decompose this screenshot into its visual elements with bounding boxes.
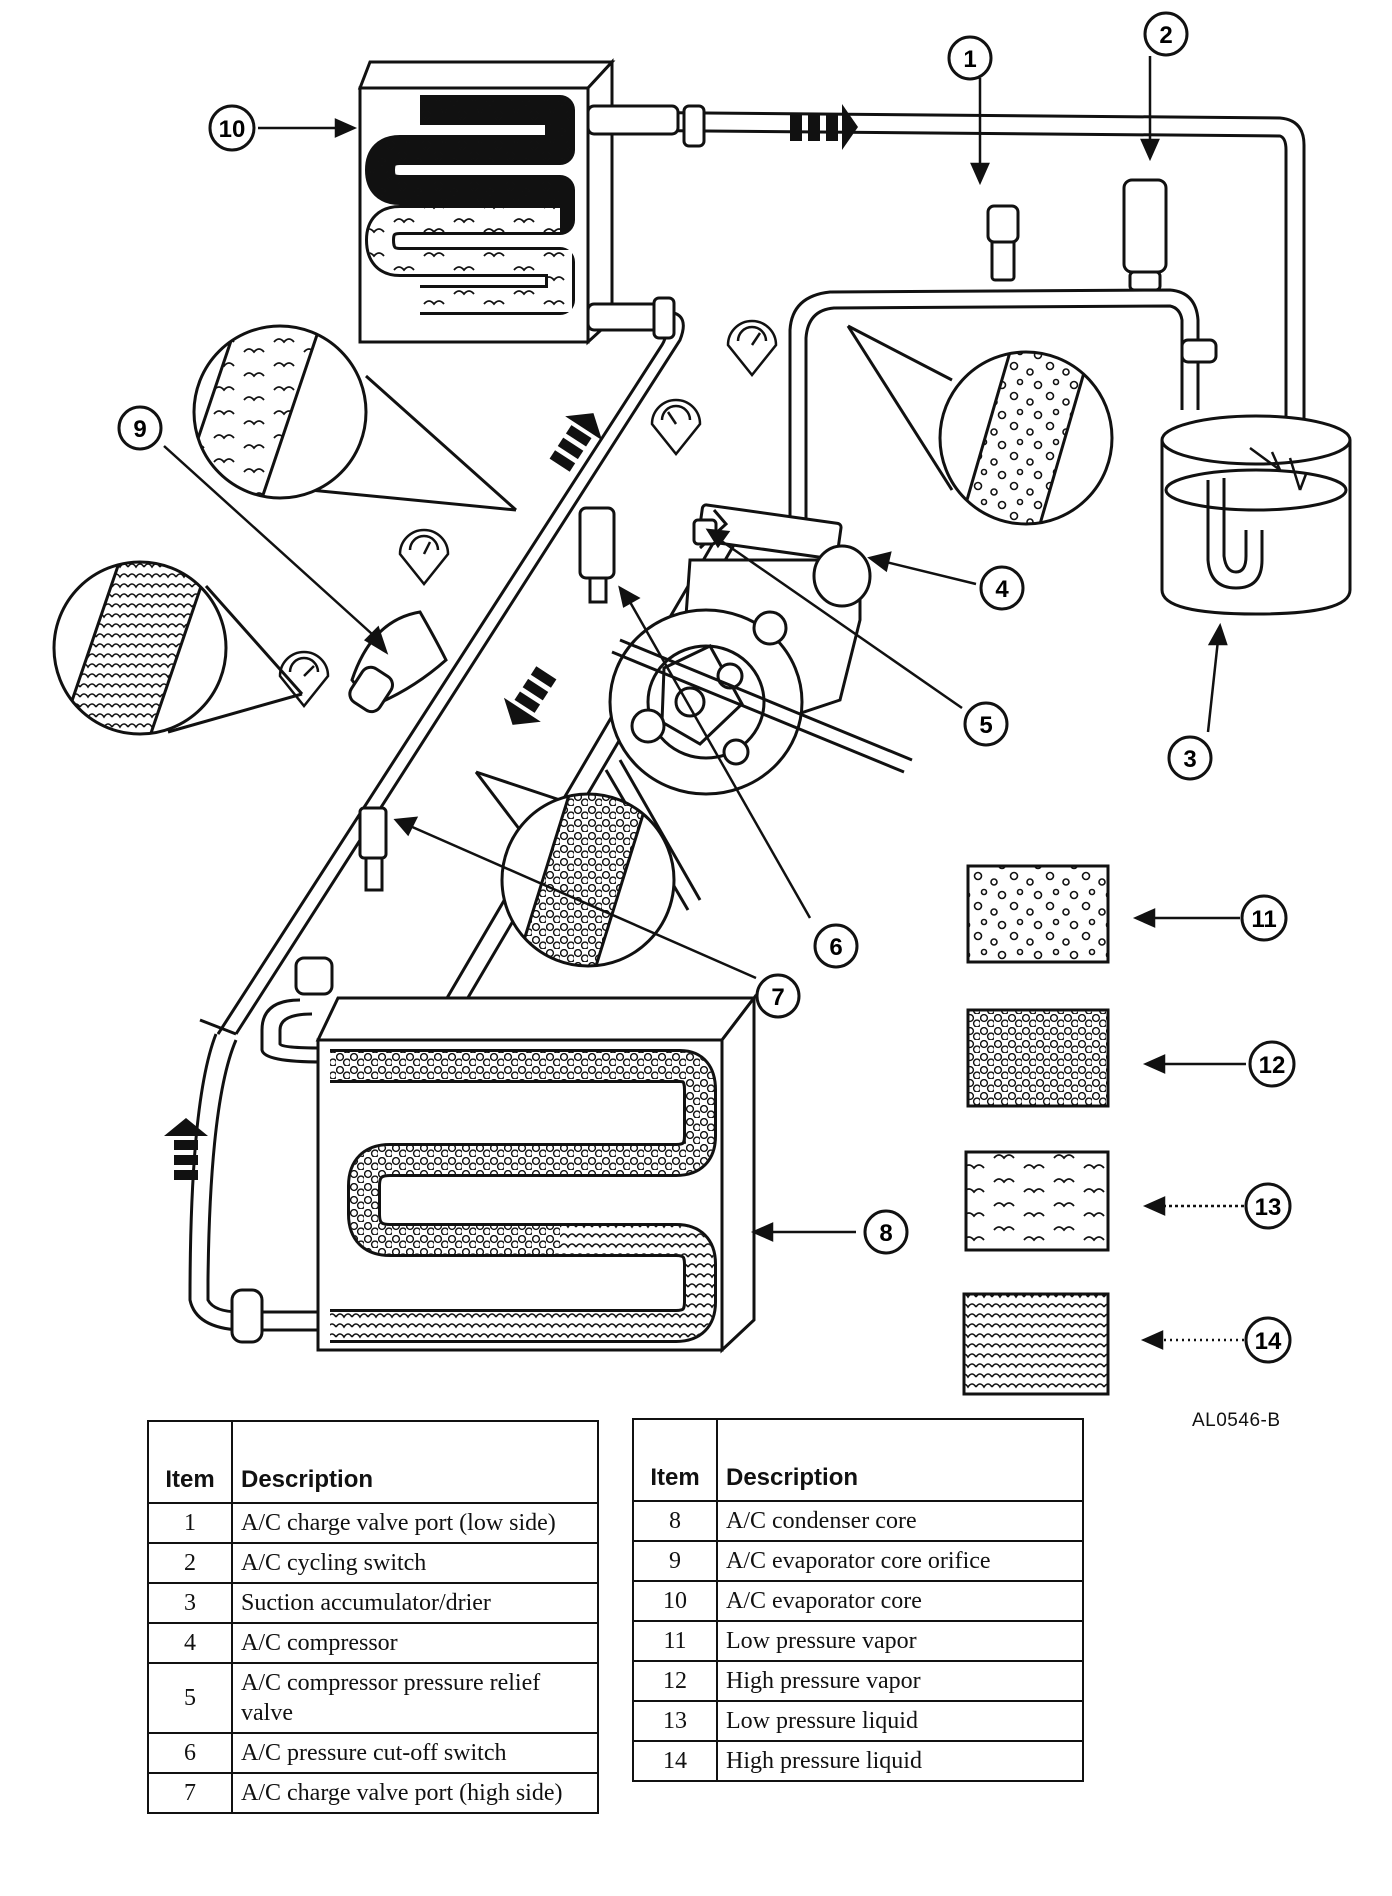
item-number: 12: [632, 1660, 718, 1702]
svg-text:12: 12: [1259, 1052, 1286, 1079]
cycling-switch: [1122, 178, 1168, 292]
callout-6: 6: [813, 923, 859, 969]
pressure-cutoff-switch: [578, 506, 616, 604]
leader-lines: [163, 56, 1246, 1350]
item-number: 10: [632, 1580, 718, 1622]
callout-8: 8: [863, 1209, 909, 1255]
svg-text:11: 11: [1251, 906, 1276, 933]
svg-text:5: 5: [979, 712, 992, 739]
ac-system-diagram: 1 2 3 4 5 6 7 8 9 10 11 12 13 14: [52, 11, 1352, 1396]
condenser-core: [230, 956, 758, 1354]
callout-7: 7: [755, 973, 801, 1019]
charge-valve-high: [358, 806, 388, 892]
svg-text:4: 4: [995, 576, 1009, 603]
callout-3: 3: [1167, 735, 1213, 781]
swatch-high-pressure-liquid: [962, 1292, 1110, 1396]
header-item: Item: [147, 1420, 233, 1504]
item-number: 3: [147, 1582, 233, 1624]
callout-14: 14: [1244, 1316, 1292, 1364]
header-item: Item: [632, 1418, 718, 1502]
item-number: 5: [147, 1662, 233, 1734]
callout-13: 13: [1244, 1182, 1292, 1230]
flow-arrows: [164, 104, 858, 1180]
item-number: 6: [147, 1732, 233, 1774]
svg-text:6: 6: [829, 934, 842, 961]
state-swatches: [962, 864, 1110, 1396]
svg-text:13: 13: [1255, 1194, 1282, 1221]
svg-text:8: 8: [879, 1220, 892, 1247]
header-description: Description: [231, 1420, 599, 1504]
item-number: 8: [632, 1500, 718, 1542]
evaporator-core: [357, 58, 706, 346]
svg-text:2: 2: [1159, 22, 1172, 49]
swatch-high-pressure-vapor: [966, 1008, 1110, 1108]
callout-11: 11: [1240, 894, 1288, 942]
swatch-low-pressure-vapor: [966, 864, 1110, 964]
item-description: A/C condenser core: [716, 1500, 1084, 1542]
svg-text:10: 10: [219, 116, 246, 143]
header-description: Description: [716, 1418, 1084, 1502]
item-number: 2: [147, 1542, 233, 1584]
item-number: 14: [632, 1740, 718, 1782]
item-description: Low pressure liquid: [716, 1700, 1084, 1742]
callout-5: 5: [963, 701, 1009, 747]
legend-header-row: Item Description: [147, 1420, 599, 1504]
svg-text:3: 3: [1183, 746, 1196, 773]
item-description: High pressure vapor: [716, 1660, 1084, 1702]
callout-9: 9: [117, 405, 163, 451]
item-number: 7: [147, 1772, 233, 1814]
item-description: High pressure liquid: [716, 1740, 1084, 1782]
item-description: A/C evaporator core orifice: [716, 1540, 1084, 1582]
svg-text:9: 9: [133, 416, 146, 443]
svg-text:14: 14: [1255, 1328, 1282, 1355]
callout-10: 10: [208, 104, 256, 152]
item-description: A/C charge valve port (high side): [231, 1772, 599, 1814]
evaporator-orifice: [348, 610, 448, 714]
item-description: A/C evaporator core: [716, 1580, 1084, 1622]
gauges: [278, 319, 778, 709]
item-number: 4: [147, 1622, 233, 1664]
legend-header-row: Item Description: [632, 1418, 1084, 1502]
callout-2: 2: [1143, 11, 1189, 57]
callout-1: 1: [947, 35, 993, 81]
item-description: A/C compressor: [231, 1622, 599, 1664]
svg-text:1: 1: [963, 46, 976, 73]
item-description: Low pressure vapor: [716, 1620, 1084, 1662]
magnifier-bubbles: [52, 324, 1114, 968]
callout-4: 4: [979, 565, 1025, 611]
item-number: 9: [632, 1540, 718, 1582]
item-number: 1: [147, 1502, 233, 1544]
charge-valve-low: [986, 204, 1020, 282]
swatch-low-pressure-liquid: [964, 1150, 1110, 1252]
callout-12: 12: [1248, 1040, 1296, 1088]
item-number: 13: [632, 1700, 718, 1742]
item-description: Suction accumulator/drier: [231, 1582, 599, 1624]
item-description: A/C pressure cut-off switch: [231, 1732, 599, 1774]
item-number: 11: [632, 1620, 718, 1662]
item-description: A/C charge valve port (low side): [231, 1502, 599, 1544]
item-description: A/C compressor pressure relief valve: [231, 1662, 599, 1734]
figure-id: AL0546-B: [1192, 1410, 1281, 1431]
svg-text:7: 7: [771, 984, 784, 1011]
suction-accumulator: [1160, 338, 1352, 616]
item-description: A/C cycling switch: [231, 1542, 599, 1584]
